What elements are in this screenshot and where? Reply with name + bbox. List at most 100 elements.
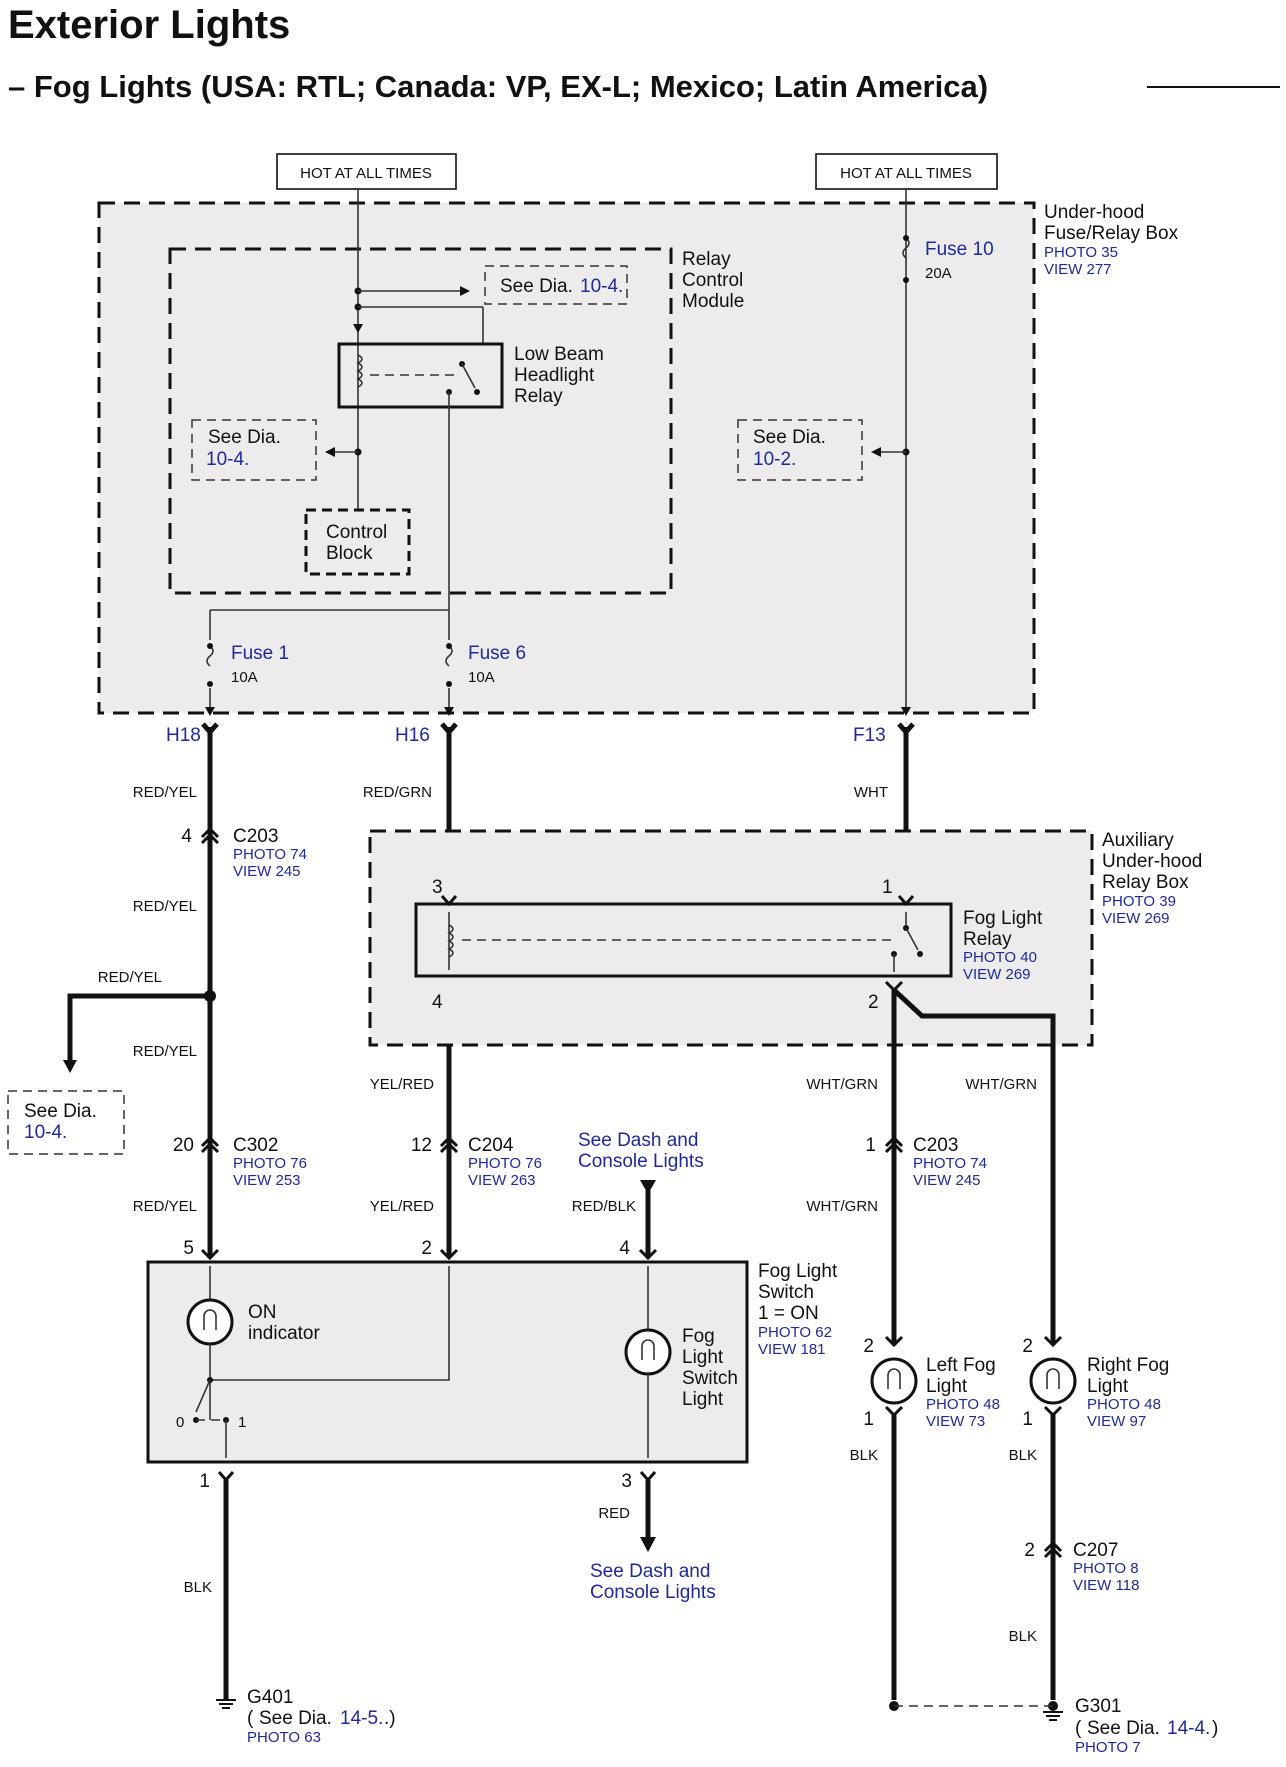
control-block-label-2: Block [326, 543, 373, 564]
right-fog-light-bulb-icon [1029, 1357, 1077, 1405]
see-dash-console-ref-top-2[interactable]: Console Lights [578, 1151, 704, 1172]
wire-color-red-yel: RED/YEL [133, 898, 197, 915]
arrow-down-icon [901, 707, 911, 716]
fog-switch-label-3: 1 = ON [758, 1303, 819, 1324]
left-fog-photo: PHOTO 48 [926, 1396, 1000, 1413]
on-indicator-label-2: indicator [248, 1323, 320, 1344]
fog-switch-photo: PHOTO 62 [758, 1324, 832, 1341]
ground-g301-see-dia: See Dia. [1087, 1718, 1160, 1739]
fuse-1-rating: 10A [231, 669, 258, 686]
ground-g401-see-dia: See Dia. [259, 1708, 332, 1729]
fog-light-relay [414, 902, 953, 978]
fuse-terminal [207, 643, 213, 649]
ground-g301-label: G301 [1075, 1696, 1121, 1717]
control-block [304, 508, 411, 576]
terminal-f13: F13 [853, 725, 886, 746]
connector-c207-icon [1043, 1546, 1063, 1559]
arrow-down-icon [444, 707, 454, 716]
see-dia-link-10-4-far-left[interactable]: 10-4. [24, 1122, 67, 1143]
connector-c207-photo: PHOTO 8 [1073, 1560, 1139, 1577]
underhood-box-label-1: Under-hood [1044, 202, 1144, 223]
connector-c204-icon [439, 1135, 459, 1148]
see-dia-label: See Dia. [24, 1101, 97, 1122]
see-dia-link-10-2[interactable]: 10-2. [753, 449, 796, 470]
see-dia-link-14-5[interactable]: 14-5. [340, 1708, 383, 1729]
pin-2: 2 [1024, 1540, 1035, 1561]
arrow-down-icon [63, 1060, 77, 1073]
fog-relay-label-1: Fog Light [963, 908, 1043, 929]
relay-control-module-label-1: Relay [682, 249, 731, 270]
relay-control-module-label-2: Control [682, 270, 743, 291]
pin-3: 3 [432, 877, 443, 898]
connector-chevron [1043, 1405, 1063, 1418]
wire-color-red-yel: RED/YEL [133, 784, 197, 801]
bulb-filament [641, 1339, 655, 1360]
connector-chevron [897, 722, 915, 736]
pin-4: 4 [619, 1238, 630, 1259]
connector-c302-icon [200, 1141, 220, 1154]
aux-box-photo: PHOTO 39 [1102, 893, 1176, 910]
connector-c203-icon [200, 826, 220, 839]
connector-c204-label: C204 [468, 1135, 514, 1156]
switch-position-0: 0 [176, 1414, 184, 1431]
see-dash-console-ref-bottom-1[interactable]: See Dash and [590, 1561, 710, 1582]
wire-color-wht-grn: WHT/GRN [806, 1076, 878, 1093]
see-dia-box-right [737, 419, 863, 481]
connector-c302-photo: PHOTO 76 [233, 1155, 307, 1172]
underhood-box-label-2: Fuse/Relay Box [1044, 223, 1179, 244]
on-indicator-label-1: ON [248, 1302, 277, 1323]
connector-c302-view: VIEW 253 [233, 1172, 301, 1189]
aux-box-label-2: Under-hood [1102, 851, 1202, 872]
pin-1: 1 [199, 1471, 210, 1492]
relay-contact-icon [905, 927, 919, 951]
bulb-filament [1046, 1368, 1060, 1389]
connector-chevron [217, 1471, 235, 1483]
connector-chevron [440, 895, 458, 907]
see-dia-link-10-4-top[interactable]: 10-4. [580, 276, 623, 297]
terminal-h18: H18 [166, 725, 201, 746]
connector-chevron [897, 895, 915, 907]
connector-c203-view: VIEW 245 [233, 863, 301, 880]
fuse-6-rating: 10A [468, 669, 495, 686]
right-fog-photo: PHOTO 48 [1087, 1396, 1161, 1413]
left-fog-label-1: Left Fog [926, 1355, 996, 1376]
fuse-10-icon [902, 237, 910, 259]
fuse-1-label: Fuse 1 [231, 643, 289, 664]
left-fog-view: VIEW 73 [926, 1413, 985, 1430]
connector-c204-view: VIEW 263 [468, 1172, 536, 1189]
connector-c203-icon [884, 1135, 904, 1148]
relay-contact-icon [461, 363, 476, 389]
connector-c203-icon [200, 832, 220, 845]
connector-chevron [884, 1335, 904, 1348]
fuse-10-rating: 20A [925, 265, 952, 282]
connector-chevron [439, 1248, 459, 1261]
arrow-down-icon [640, 1180, 656, 1194]
see-dash-console-ref-top-1[interactable]: See Dash and [578, 1130, 698, 1151]
fog-relay-view: VIEW 269 [963, 966, 1031, 983]
fog-switch-light-label-2: Light [682, 1347, 724, 1368]
pin-5: 5 [183, 1238, 194, 1259]
fog-switch-label-1: Fog Light [758, 1261, 838, 1282]
left-fog-light-bulb-icon [870, 1357, 918, 1405]
fuse-10-label: Fuse 10 [925, 239, 994, 260]
right-fog-label-1: Right Fog [1087, 1355, 1169, 1376]
wire-color-wht-grn: WHT/GRN [965, 1076, 1037, 1093]
low-beam-relay-label-3: Relay [514, 386, 563, 407]
connector-c203-photo-2: PHOTO 74 [913, 1155, 987, 1172]
see-dia-label: See Dia. [753, 427, 826, 448]
relay-coil-icon [447, 924, 454, 958]
connector-c203-view-2: VIEW 245 [913, 1172, 981, 1189]
see-dia-link-10-4-left[interactable]: 10-4. [206, 449, 249, 470]
wire-color-red: RED [598, 1505, 630, 1522]
underhood-box-fill [99, 203, 1034, 713]
aux-relay-box-border [368, 829, 1094, 1047]
see-dash-console-ref-bottom-2[interactable]: Console Lights [590, 1582, 716, 1603]
see-dia-link-14-4[interactable]: 14-4. [1167, 1718, 1210, 1739]
wire-color-wht: WHT [854, 784, 888, 801]
connector-c302-label: C302 [233, 1135, 278, 1156]
connector-c302-icon [200, 1135, 220, 1148]
low-beam-headlight-relay [337, 342, 504, 409]
fog-switch-light-label-4: Light [682, 1389, 724, 1410]
page-title: Exterior Lights [8, 3, 290, 47]
